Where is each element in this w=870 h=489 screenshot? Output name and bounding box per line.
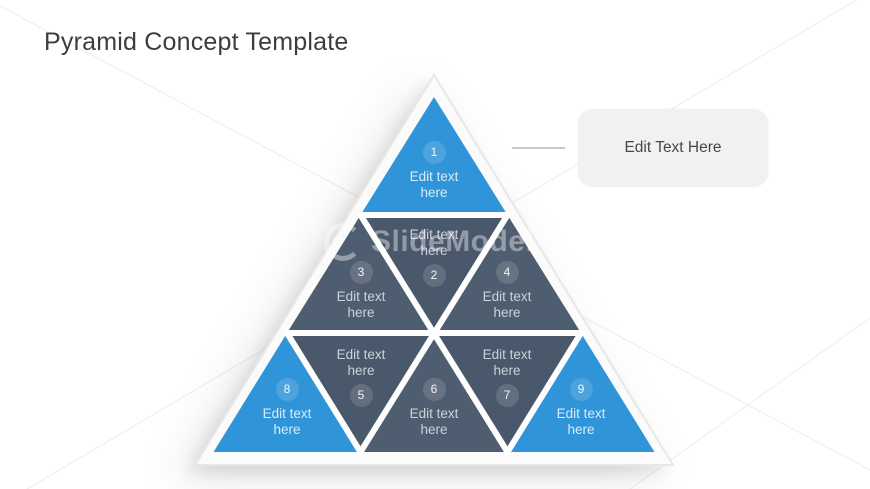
triangle-5-shape[interactable] (287, 333, 434, 452)
triangle-9-label-line2: here (567, 422, 595, 437)
triangle-9-content[interactable]: 9 Edit text here (526, 378, 636, 438)
triangle-2-label-line2: here (420, 243, 448, 258)
triangle-3-number-badge: 3 (349, 261, 373, 284)
triangle-8-label-line2: here (273, 422, 301, 437)
triangle-7-label-line2: here (493, 363, 521, 378)
triangle-1-label-line1: Edit text (409, 169, 459, 184)
triangle-5-label-line2: here (347, 363, 375, 378)
triangle-5-content[interactable]: Edit text here 5 (306, 347, 416, 407)
triangle-6-content[interactable]: 6 Edit text here (379, 378, 489, 438)
triangle-7-label-line1: Edit text (482, 347, 532, 362)
triangle-9-label-line1: Edit text (556, 406, 606, 421)
triangle-1-number-badge: 1 (422, 141, 446, 164)
callout-box[interactable]: Edit Text Here (578, 109, 768, 187)
triangle-4-number-badge: 4 (495, 261, 519, 284)
triangle-4-label-line1: Edit text (482, 289, 532, 304)
pyramid-triangles (213, 97, 655, 452)
triangle-5-number-badge: 5 (349, 384, 373, 407)
callout-label: Edit Text Here (624, 139, 722, 156)
triangle-2-content[interactable]: Edit text here 2 (379, 227, 489, 287)
triangle-2-shape[interactable] (360, 215, 508, 333)
triangle-8-label-line1: Edit text (262, 406, 312, 421)
triangle-7-content[interactable]: Edit text here 7 (452, 347, 562, 407)
triangle-6-shape[interactable] (360, 333, 508, 452)
triangle-4-label-line2: here (493, 305, 521, 320)
triangle-8-number-badge: 8 (275, 378, 299, 401)
triangle-5-label-line1: Edit text (336, 347, 386, 362)
triangle-9-shape[interactable] (507, 333, 655, 452)
triangle-8-content[interactable]: 8 Edit text here (232, 378, 342, 438)
triangle-1-label-line2: here (420, 185, 448, 200)
triangle-9-number-badge: 9 (569, 378, 593, 401)
slide-title[interactable]: Pyramid Concept Template (44, 28, 349, 56)
triangle-8-shape[interactable] (213, 333, 361, 452)
triangle-6-label-line1: Edit text (409, 406, 459, 421)
triangle-6-number-badge: 6 (422, 378, 446, 401)
triangle-3-label-line2: here (347, 305, 375, 320)
triangle-7-shape[interactable] (434, 333, 581, 452)
triangle-6-label-line2: here (420, 422, 448, 437)
triangle-3-content[interactable]: 3 Edit text here (306, 261, 416, 321)
triangle-2-label-line1: Edit text (409, 227, 459, 242)
triangle-3-label-line1: Edit text (336, 289, 386, 304)
triangle-1-content[interactable]: 1 Edit text here (379, 141, 489, 201)
triangle-4-shape[interactable] (434, 215, 581, 333)
triangle-7-number-badge: 7 (495, 384, 519, 407)
triangle-4-content[interactable]: 4 Edit text here (452, 261, 562, 321)
triangle-separators (284, 212, 584, 455)
triangle-2-number-badge: 2 (422, 264, 446, 287)
triangle-1-shape[interactable] (360, 97, 508, 215)
callout-connector-line (512, 147, 565, 149)
triangle-3-shape[interactable] (287, 215, 434, 333)
